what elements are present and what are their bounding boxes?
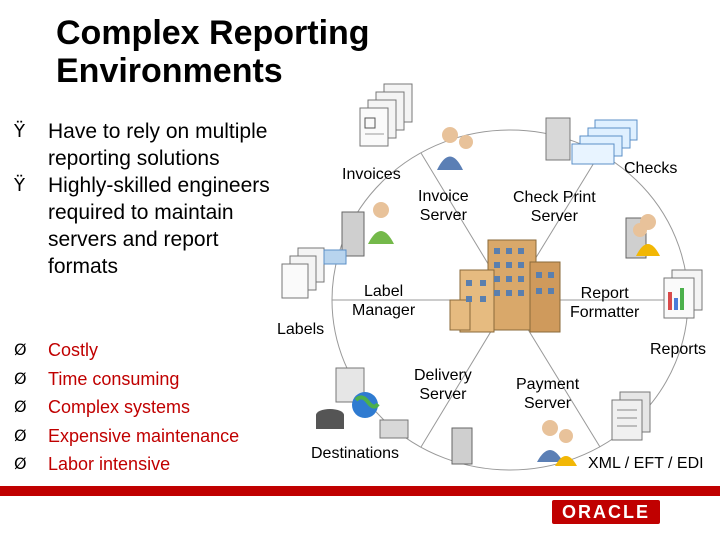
check-print-server-line-2: Server xyxy=(513,207,596,226)
reports-label: Reports xyxy=(650,340,706,359)
destinations-icon xyxy=(316,368,408,438)
label-manager-line-1: Label xyxy=(352,282,415,301)
building-icon xyxy=(450,240,560,332)
payment-server-icon xyxy=(537,420,577,466)
report-formatter-line-1: Report xyxy=(570,284,639,303)
checks-label: Checks xyxy=(624,159,677,178)
check-print-server-icon xyxy=(626,214,660,258)
payment-server-line-2: Server xyxy=(516,394,579,413)
invoice-server-line-2: Server xyxy=(418,206,469,225)
delivery-server-line-2: Server xyxy=(414,385,472,404)
xml-documents-icon xyxy=(612,392,650,440)
payment-server-line-1: Payment xyxy=(516,375,579,394)
invoices-label: Invoices xyxy=(342,165,401,184)
check-documents-icon xyxy=(546,118,637,164)
delivery-server-line-1: Delivery xyxy=(414,366,472,385)
check-print-server-label: Check Print Server xyxy=(513,188,596,226)
footer-bar xyxy=(0,486,720,496)
xml-eft-edi-label: XML / EFT / EDI xyxy=(588,454,704,473)
check-print-server-line-1: Check Print xyxy=(513,188,596,207)
report-formatter-label: Report Formatter xyxy=(570,284,639,322)
label-manager-line-2: Manager xyxy=(352,301,415,320)
report-formatter-line-2: Formatter xyxy=(570,303,639,322)
destinations-label: Destinations xyxy=(311,444,399,463)
labels-label: Labels xyxy=(277,320,324,339)
label-manager-label: Label Manager xyxy=(352,282,415,320)
delivery-server-icon xyxy=(452,428,472,464)
label-documents-icon xyxy=(282,248,346,298)
invoice-server-label: Invoice Server xyxy=(418,187,469,225)
invoice-server-line-1: Invoice xyxy=(418,187,469,206)
delivery-server-label: Delivery Server xyxy=(414,366,472,404)
oracle-logo: ORACLE xyxy=(552,500,660,524)
report-documents-icon xyxy=(664,270,702,318)
payment-server-label: Payment Server xyxy=(516,375,579,413)
invoice-documents-icon xyxy=(360,84,412,146)
